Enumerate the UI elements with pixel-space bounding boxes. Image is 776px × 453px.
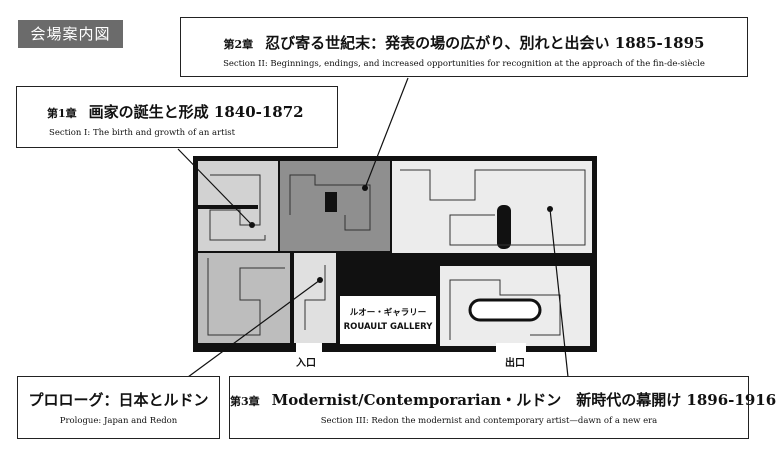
section2-box: 第2章忍び寄る世紀末：発表の場の広がり、別れと出会い 1885-1895 Sec…	[180, 17, 748, 77]
entrance-label: 入口	[296, 358, 316, 369]
section2-subtitle: Section II: Beginnings, endings, and inc…	[223, 59, 705, 69]
section3-box: 第3章 Modernist/Contemporarian・ルドン 新時代の幕開け …	[229, 376, 776, 439]
section3-room-upper	[392, 161, 592, 253]
section3-subtitle: Section III: Redon the modernist and con…	[320, 416, 658, 426]
rouault-gallery: ルオー・ギャラリー ROUAULT GALLERY	[340, 296, 436, 344]
section2-title: 忍び寄る世紀末：発表の場の広がり、別れと出会い 1885-1895	[265, 34, 705, 52]
gallery-name-jp: ルオー・ギャラリー	[349, 308, 427, 318]
prologue-subtitle: Prologue: Japan and Redon	[59, 416, 178, 426]
exit-label: 出口	[505, 358, 525, 369]
section1-chapter: 第1章	[47, 107, 77, 120]
section2-chapter: 第2章	[223, 38, 254, 51]
prologue-title: プロローグ：日本とルドン	[28, 391, 209, 409]
section1-box: 第1章画家の誕生と形成 1840-1872 Section I: The bir…	[16, 86, 338, 148]
prologue-box: プロローグ：日本とルドン Prologue: Japan and Redon	[17, 376, 220, 439]
pillar	[325, 192, 337, 212]
prologue-room-right	[294, 253, 336, 343]
section3-chapter: 第3章	[230, 395, 260, 408]
section3-title: Modernist/Contemporarian・ルドン 新時代の幕開け 189…	[271, 391, 776, 409]
section1-title: 画家の誕生と形成 1840-1872	[88, 103, 304, 121]
gallery-name-en: ROUAULT GALLERY	[343, 322, 433, 332]
map-title-tag: 会場案内図	[18, 20, 123, 48]
section1-subtitle: Section I: The birth and growth of an ar…	[49, 128, 236, 138]
